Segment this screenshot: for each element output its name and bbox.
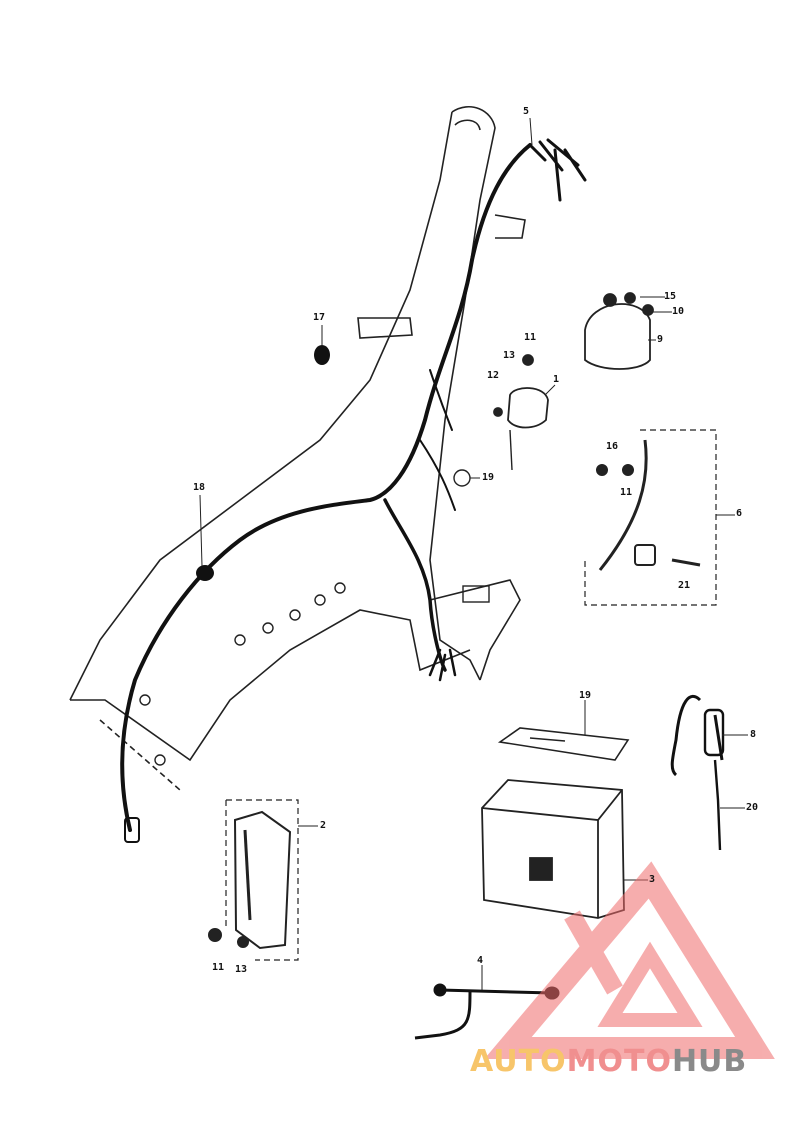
callout-9: 9 bbox=[657, 334, 664, 345]
callout-14: 15 bbox=[664, 291, 677, 302]
callout-15: 16 bbox=[606, 441, 619, 452]
leader-lines bbox=[199, 117, 748, 990]
callout-21: 21 bbox=[678, 580, 691, 591]
watermark-auto: AUTO bbox=[470, 1044, 567, 1079]
callout-13-relay: 13 bbox=[503, 350, 516, 361]
callout-18: 19 bbox=[482, 472, 495, 483]
callout-11-box6: 11 bbox=[620, 487, 633, 498]
wire-6 bbox=[596, 439, 701, 571]
callout-2: 2 bbox=[320, 820, 327, 831]
box-6 bbox=[584, 429, 717, 606]
callout-4: 4 bbox=[477, 955, 484, 966]
callout-20: 20 bbox=[746, 802, 759, 813]
frame bbox=[69, 106, 526, 791]
callout-3: 3 bbox=[649, 874, 656, 885]
watermark-text: AUTOMOTOHUB bbox=[470, 1044, 747, 1079]
battery-holder bbox=[497, 727, 630, 761]
watermark-hub: HUB bbox=[671, 1044, 748, 1079]
ignition-coil bbox=[584, 292, 654, 370]
watermark-moto: MOTO bbox=[566, 1044, 672, 1079]
callout-5: 5 bbox=[523, 106, 530, 117]
watermark-logo bbox=[484, 861, 775, 1059]
starter-relay bbox=[493, 354, 549, 471]
fuse-holder bbox=[670, 694, 725, 851]
callout-17: 18 bbox=[193, 482, 206, 493]
callout-11-relay: 11 bbox=[524, 332, 537, 343]
callout-6: 6 bbox=[736, 508, 743, 519]
callout-12: 12 bbox=[487, 370, 500, 381]
fuse-box bbox=[208, 810, 292, 950]
callout-13-fusebox: 13 bbox=[235, 964, 248, 975]
callout-16: 17 bbox=[313, 312, 326, 323]
battery bbox=[481, 779, 625, 919]
callout-19: 19 bbox=[579, 690, 592, 701]
callout-10-coil: 10 bbox=[672, 306, 685, 317]
box-2 bbox=[225, 799, 299, 961]
grommets bbox=[196, 345, 330, 581]
wiring-harness bbox=[120, 138, 587, 843]
callout-11-fusebox: 11 bbox=[212, 962, 225, 973]
callout-1: 1 bbox=[553, 374, 560, 385]
callout-8: 8 bbox=[750, 729, 757, 740]
